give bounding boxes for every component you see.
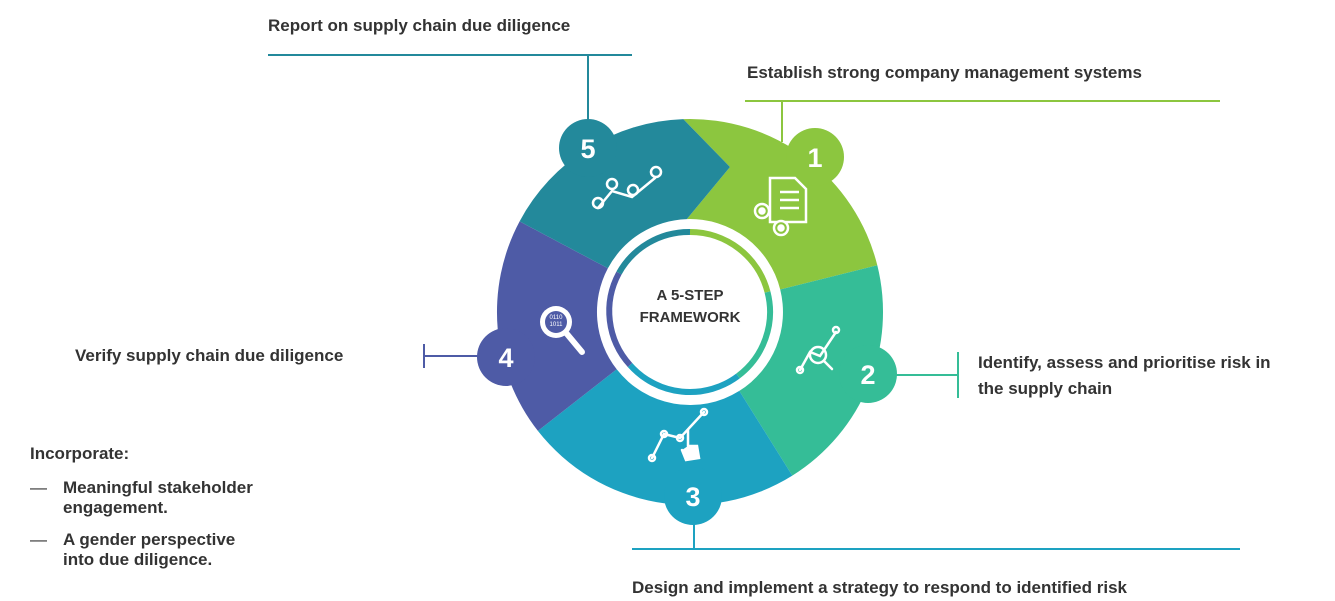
center-title-line2: FRAMEWORK <box>640 309 741 326</box>
chart-magnifier-icon <box>795 325 841 375</box>
badge-step-5: 5 <box>559 119 617 177</box>
line-chart-pins-icon <box>591 165 663 210</box>
connector-step-5 <box>268 54 632 128</box>
list-item-line1: Meaningful stakeholder <box>63 478 253 497</box>
list-item: — Meaningful stakeholder engagement. <box>30 478 310 518</box>
incorporate-heading: Incorporate: <box>30 444 130 463</box>
step-1-label: Establish strong company management syst… <box>747 63 1142 82</box>
document-gears-icon <box>753 176 808 237</box>
step-4-label: Verify supply chain due diligence <box>75 346 344 365</box>
step-2-label-line1: Identify, assess and prioritise risk in <box>978 353 1271 372</box>
svg-text:2: 2 <box>860 360 875 390</box>
step-2-label-line2: the supply chain <box>978 379 1113 398</box>
segment-step-1[interactable] <box>683 118 878 290</box>
incorporate-list: — Meaningful stakeholder engagement. — A… <box>30 478 310 570</box>
badge-step-3: 3 <box>664 467 722 525</box>
svg-text:4: 4 <box>498 343 513 373</box>
dash-marker: — <box>30 478 47 497</box>
list-item: — A gender perspective into due diligenc… <box>30 530 310 570</box>
center-title-line1: A 5-STEP <box>657 287 724 304</box>
chart-click-icon <box>647 407 709 463</box>
connector-step-4 <box>423 344 482 368</box>
connector-step-1 <box>745 100 1220 142</box>
center-circle <box>614 236 766 388</box>
step-3-label: Design and implement a strategy to respo… <box>632 578 1127 597</box>
badge-step-1: 1 <box>786 128 844 186</box>
incorporate-section: Incorporate: — Meaningful stakeholder en… <box>30 444 310 582</box>
binary-magnifier-icon: 0110 1011 <box>540 306 585 355</box>
list-item-line2: into due diligence. <box>63 550 213 569</box>
svg-text:3: 3 <box>685 482 700 512</box>
svg-text:5: 5 <box>580 134 595 164</box>
list-item-line2: engagement. <box>63 498 168 517</box>
badge-step-2: 2 <box>839 345 897 403</box>
svg-text:1: 1 <box>807 143 822 173</box>
segment-step-2[interactable] <box>739 265 884 476</box>
step-2-label: Identify, assess and prioritise risk in … <box>978 350 1271 402</box>
svg-text:0110: 0110 <box>550 315 564 321</box>
dash-marker: — <box>30 530 47 549</box>
list-item-line1: A gender perspective <box>63 530 236 549</box>
svg-text:1011: 1011 <box>550 322 564 328</box>
connector-step-2 <box>895 352 959 398</box>
connector-step-3 <box>632 520 1240 550</box>
step-5-label: Report on supply chain due diligence <box>268 16 571 35</box>
badge-step-4: 4 <box>477 328 535 386</box>
